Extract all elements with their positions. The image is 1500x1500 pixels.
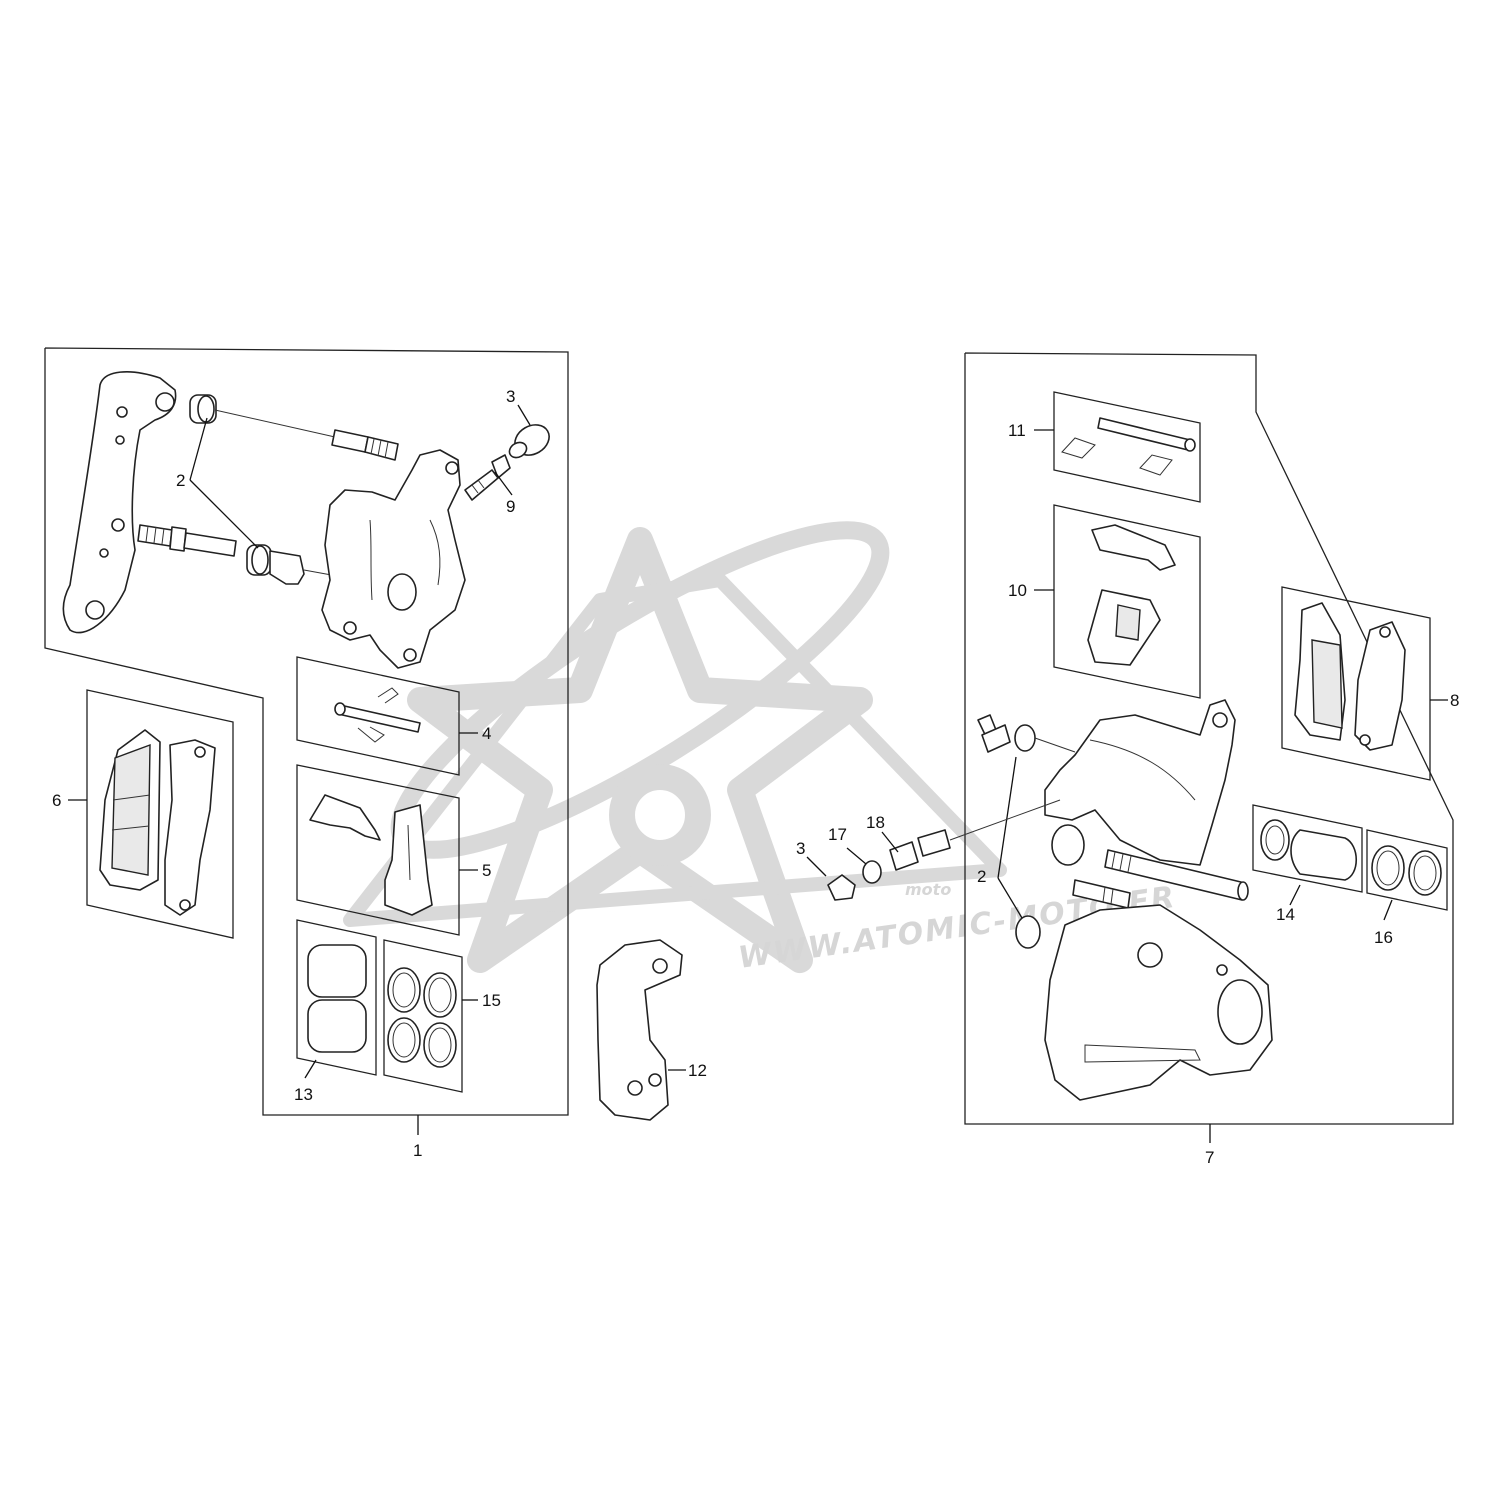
- rear-pin-kit-box: [1053, 391, 1201, 503]
- rear-bleeder-cap: [827, 874, 856, 901]
- rear-piston-and-seal: [1260, 819, 1358, 881]
- callout-12: 12: [688, 1061, 707, 1080]
- callout-3-rear: 3: [796, 839, 805, 858]
- slide-pin-top: [331, 429, 399, 461]
- pad-springs: [309, 794, 433, 916]
- front-pistons: [307, 944, 367, 1053]
- rear-pad-springs: [1087, 524, 1176, 666]
- callout-17: 17: [828, 825, 847, 844]
- rear-slide-pin-boot: [1015, 915, 1041, 949]
- pad-spring-box: [296, 764, 460, 936]
- callout-2-rear: 2: [977, 867, 986, 886]
- rear-caliper-bracket: [1044, 904, 1273, 1101]
- callout-15: 15: [482, 991, 501, 1010]
- callout-3-front: 3: [506, 387, 515, 406]
- front-seal-box: [383, 939, 463, 1093]
- callout-16: 16: [1374, 928, 1393, 947]
- callout-10: 10: [1008, 581, 1027, 600]
- callout-7: 7: [1205, 1148, 1214, 1167]
- rear-pad-pin-and-clips: [1061, 417, 1196, 476]
- callout-1: 1: [413, 1141, 422, 1160]
- front-caliper-frame: [44, 347, 569, 1116]
- rear-pad-box: [1281, 586, 1431, 781]
- callout-11: 11: [1008, 421, 1026, 440]
- front-brake-pads: [99, 729, 216, 916]
- slide-pin-boot-top: [189, 394, 217, 424]
- front-adapter-bracket: [596, 939, 683, 1121]
- rear-slide-pin-long: [1104, 849, 1249, 901]
- callout-14: 14: [1276, 905, 1295, 924]
- pad-pin-and-clips: [334, 687, 421, 743]
- rear-caliper-frame: [964, 352, 1454, 1125]
- callout-13: 13: [294, 1085, 313, 1104]
- left-leaders: [189, 404, 531, 549]
- slide-pin-boot-bottom: [246, 544, 272, 576]
- rear-slide-pin-upper: [977, 714, 1036, 753]
- callout-6: 6: [52, 791, 61, 810]
- bleeder-valve-front: [464, 454, 511, 501]
- rear-bleeder-valve: [889, 829, 951, 871]
- rear-seals: [1371, 845, 1442, 896]
- front-piston-box: [296, 919, 377, 1076]
- rear-spring-box: [1053, 504, 1201, 699]
- front-pad-box: [86, 689, 234, 939]
- callout-4: 4: [482, 724, 491, 743]
- rear-brake-pads: [1294, 602, 1406, 751]
- callout-9: 9: [506, 497, 515, 516]
- callout-18: 18: [866, 813, 885, 832]
- watermark-moto: moto: [905, 880, 951, 899]
- rear-caliper-body: [1044, 699, 1236, 866]
- rear-piston-box: [1252, 804, 1363, 893]
- callout-5: 5: [482, 861, 491, 880]
- bleeder-cap-front: [508, 424, 550, 459]
- pin-kit-box: [296, 656, 460, 776]
- callout-8: 8: [1450, 691, 1459, 710]
- slide-pin-bottom: [137, 524, 237, 557]
- front-caliper-bracket: [62, 371, 177, 634]
- slide-pin-sleeve: [269, 550, 305, 585]
- callout-2-front: 2: [176, 471, 185, 490]
- banjo-washer: [862, 860, 882, 884]
- front-caliper-body: [321, 449, 466, 669]
- rear-seal-box: [1366, 829, 1448, 911]
- front-seals: [387, 967, 457, 1068]
